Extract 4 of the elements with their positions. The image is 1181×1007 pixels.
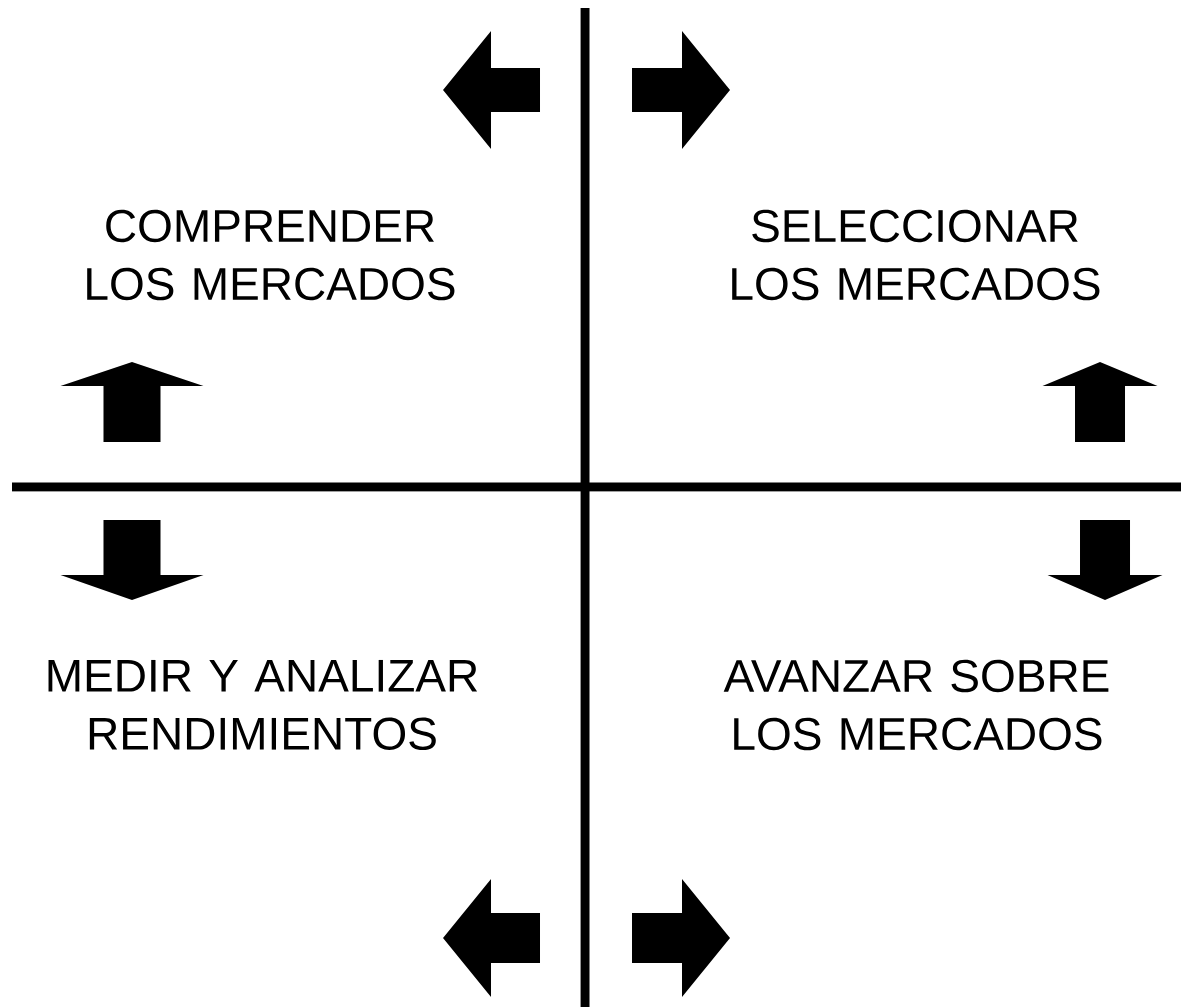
quadrant-label: MEDIR Y ANALIZAR RENDIMIENTOS (48, 659, 478, 751)
quadrant-label: AVANZAR SOBRE LOS MERCADOS (723, 659, 1109, 751)
quadrant-label: SELECCIONAR LOS MERCADOS (732, 209, 1100, 301)
quadrant-label: COMPRENDER LOS MERCADOS (87, 209, 455, 301)
